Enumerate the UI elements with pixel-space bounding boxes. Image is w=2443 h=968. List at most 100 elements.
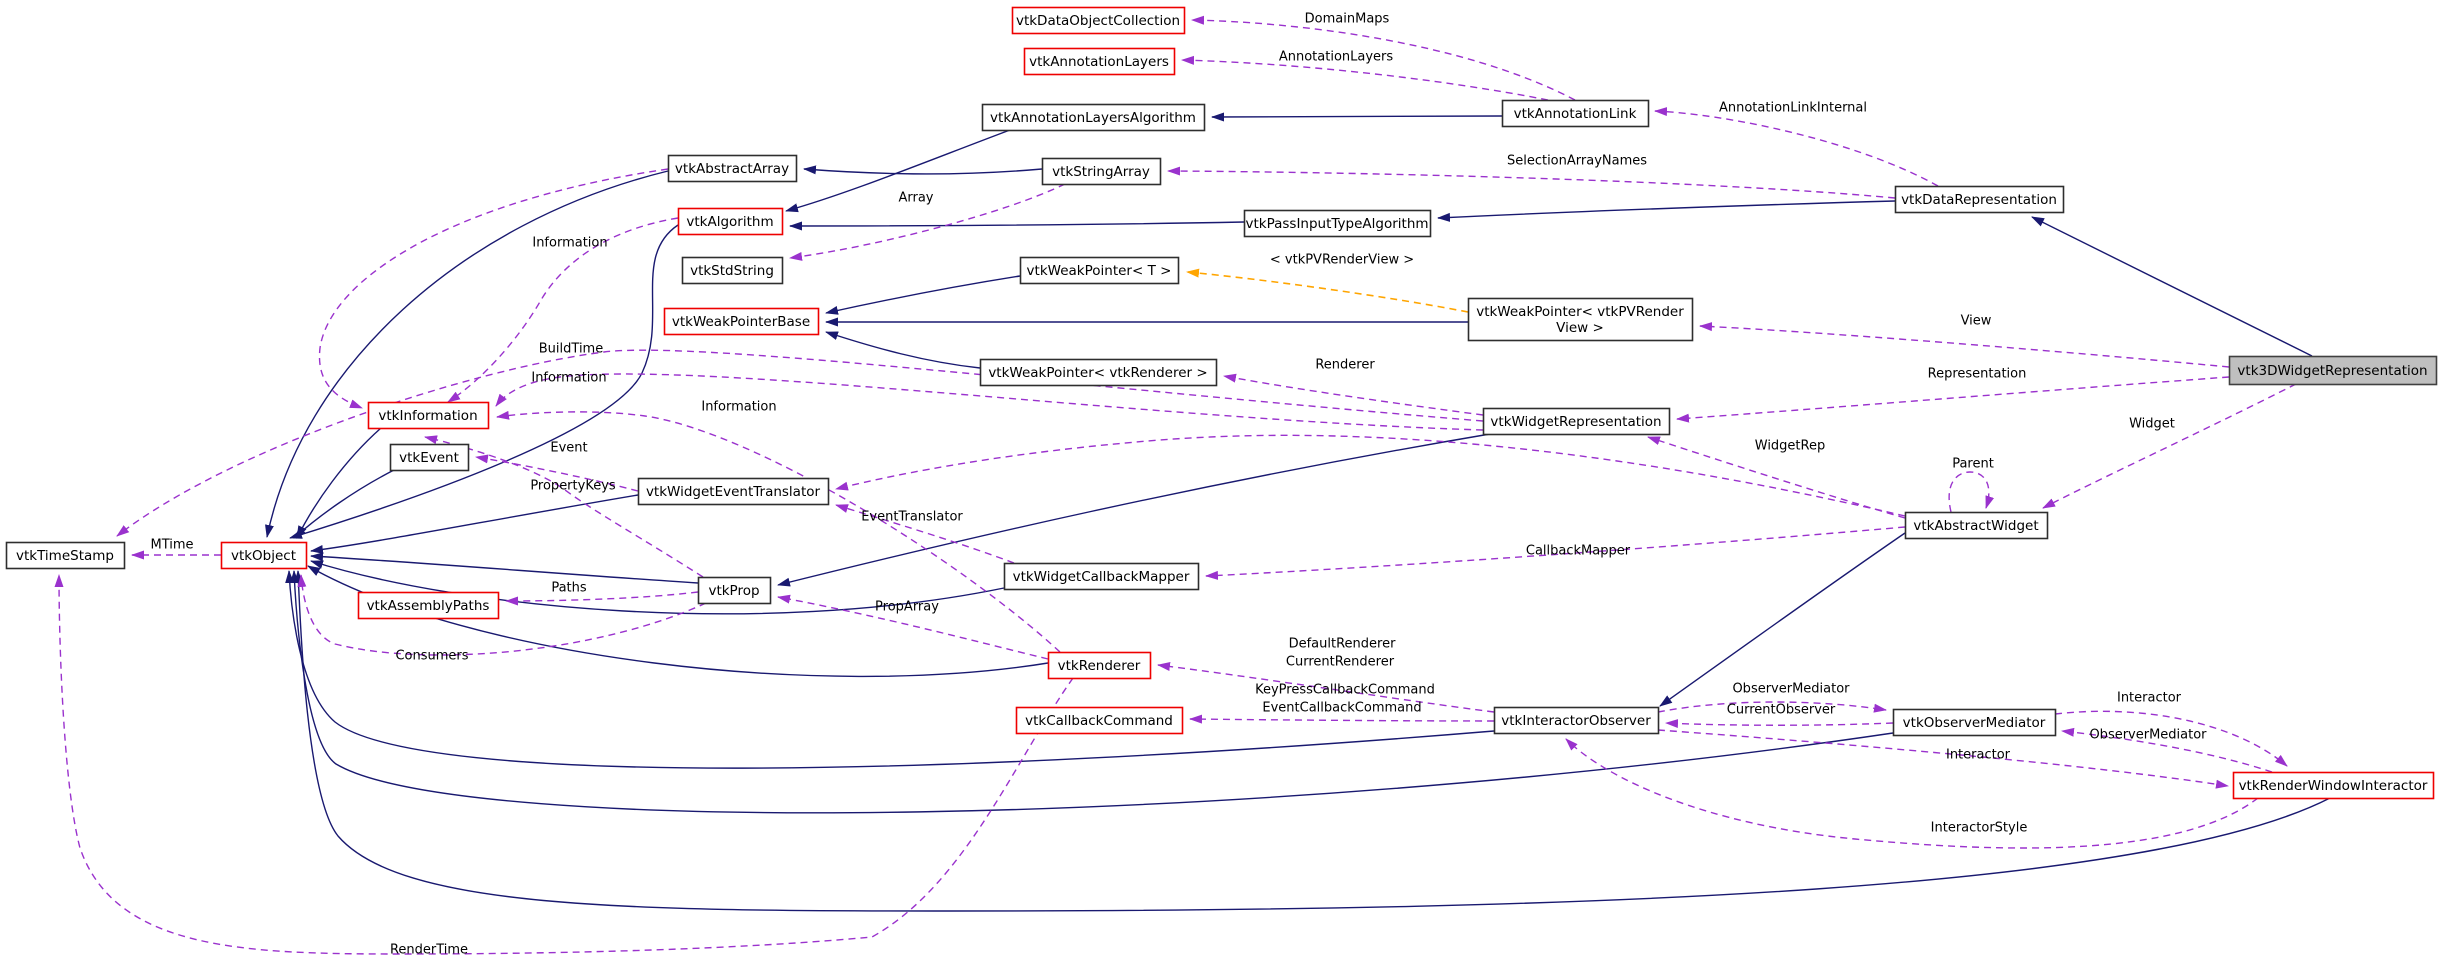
node-label-vtkAnnotationLayers: vtkAnnotationLayers xyxy=(1029,54,1169,70)
node-vtkRenderer[interactable]: vtkRenderer xyxy=(1047,651,1152,680)
node-label-vtkWeakPointerBase: vtkWeakPointerBase xyxy=(672,314,810,330)
node-vtkStdString[interactable]: vtkStdString xyxy=(681,256,784,285)
edge-vtkWidgetCallbackMapper-inherits-vtkObject xyxy=(310,560,1005,615)
node-box-vtkAbstractWidget xyxy=(1904,511,2049,540)
edge-label-Event: Event xyxy=(550,441,587,456)
edge-Renderer xyxy=(1223,373,1484,416)
node-box-vtkWidgetCallbackMapper xyxy=(1003,562,1200,591)
node-vtkAlgorithm[interactable]: vtkAlgorithm xyxy=(677,207,784,236)
edge-label-SelectionArrayNames: SelectionArrayNames xyxy=(1507,154,1647,169)
node-box-vtkAnnotationLink xyxy=(1501,99,1650,128)
edge-Interactor-vtkObserverMediator xyxy=(2054,710,2288,767)
edge-label-RenderTime: RenderTime xyxy=(390,943,468,958)
node-vtkObserverMediator[interactable]: vtkObserverMediator xyxy=(1892,708,2057,737)
edge-vtkPassInputTypeAlgorithm-inherits-vtkAlgorithm xyxy=(789,221,1245,231)
node-label-vtkWeakPointerT: vtkWeakPointer< T > xyxy=(1027,263,1172,279)
edge-vtkDataRepresentation-inherits-vtkPassInputTypeAlgorithm xyxy=(1437,200,1896,222)
edge-EventTranslator-vtkWidgetCallbackMapper xyxy=(835,504,1015,564)
edge-Parent xyxy=(1948,471,1995,513)
node-box-vtkAnnotationLayersAlgorithm xyxy=(981,103,1206,132)
edge-InteractorStyle xyxy=(1565,738,2259,849)
node-vtkPassInputTypeAlgorithm[interactable]: vtkPassInputTypeAlgorithm xyxy=(1243,209,1432,238)
edge-Information-mid xyxy=(495,373,1484,431)
node-label-vtkWeakPointerRenderer: vtkWeakPointer< vtkRenderer > xyxy=(988,365,1207,381)
edge-label-InteractorStyle: InteractorStyle xyxy=(1931,821,2028,836)
node-box-vtkStringArray xyxy=(1041,157,1162,186)
node-box-vtkWidgetRepresentation xyxy=(1482,407,1671,436)
node-vtkAbstractWidget[interactable]: vtkAbstractWidget xyxy=(1904,511,2049,540)
node-box-vtkTimeStamp xyxy=(5,541,126,570)
edge-AnnotationLayers xyxy=(1181,55,1549,101)
node-vtkWidgetCallbackMapper[interactable]: vtkWidgetCallbackMapper xyxy=(1003,562,1200,591)
edge-label-Information: Information xyxy=(701,400,776,415)
node-label-vtkDataRepresentation: vtkDataRepresentation xyxy=(1901,192,2057,208)
node-vtk3DWidgetRepresentation[interactable]: vtk3DWidgetRepresentation xyxy=(2228,355,2438,386)
edge-label-Paths: Paths xyxy=(551,581,587,596)
node-vtkDataRepresentation[interactable]: vtkDataRepresentation xyxy=(1894,185,2065,214)
node-label-vtkProp: vtkProp xyxy=(708,583,759,599)
edge-label-Representation: Representation xyxy=(1928,367,2027,382)
node-vtkDataObjectCollection[interactable]: vtkDataObjectCollection xyxy=(1011,6,1186,35)
node-vtkCallbackCommand[interactable]: vtkCallbackCommand xyxy=(1015,706,1184,735)
node-vtkWidgetEventTranslator[interactable]: vtkWidgetEventTranslator xyxy=(637,477,830,506)
edge-View xyxy=(1699,322,2230,368)
edge-vtkWidgetRepresentation-inherits-vtkProp xyxy=(777,433,1491,587)
node-vtkProp[interactable]: vtkProp xyxy=(697,576,772,605)
edge-Array xyxy=(789,183,1066,261)
node-box-vtkObserverMediator xyxy=(1892,708,2057,737)
node-box-vtkDataRepresentation xyxy=(1894,185,2065,214)
edge-Representation xyxy=(1676,376,2230,423)
node-box-vtkEvent xyxy=(389,443,470,472)
edge-label-CallbackMapper: CallbackMapper xyxy=(1526,544,1631,559)
edge-label-ObserverMediator: ObserverMediator xyxy=(2089,728,2207,743)
node-vtkAnnotationLink[interactable]: vtkAnnotationLink xyxy=(1501,99,1650,128)
node-vtkObject[interactable]: vtkObject xyxy=(220,541,308,570)
node-vtkWeakPointerT[interactable]: vtkWeakPointer< T > xyxy=(1019,256,1180,285)
edge-RenderTime xyxy=(54,574,1074,955)
edge-PropertyKeys xyxy=(424,435,704,578)
edge-Event xyxy=(475,454,639,492)
node-label-vtkWidgetEventTranslator: vtkWidgetEventTranslator xyxy=(646,484,821,500)
edge-EventTranslator-vtkAbstractWidget xyxy=(835,434,1906,517)
node-vtkWeakPointerBase[interactable]: vtkWeakPointerBase xyxy=(663,307,820,336)
node-label-vtkInformation: vtkInformation xyxy=(378,408,477,424)
edge-label-Consumers: Consumers xyxy=(395,649,468,664)
edge-vtkWeakPointerT-inherits-vtkWeakPointerBase xyxy=(825,275,1021,315)
node-vtkStringArray[interactable]: vtkStringArray xyxy=(1041,157,1162,186)
node-vtkAbstractArray[interactable]: vtkAbstractArray xyxy=(667,154,798,183)
edge-label-WidgetRep: WidgetRep xyxy=(1755,439,1825,454)
node-box-vtkWidgetEventTranslator xyxy=(637,477,830,506)
node-vtkWeakPointerRenderer[interactable]: vtkWeakPointer< vtkRenderer > xyxy=(979,358,1218,387)
node-vtkWidgetRepresentation[interactable]: vtkWidgetRepresentation xyxy=(1482,407,1671,436)
node-vtkRenderWindowInteractor[interactable]: vtkRenderWindowInteractor xyxy=(2232,771,2435,800)
node-box-vtkAbstractArray xyxy=(667,154,798,183)
node-vtkAnnotationLayersAlgorithm[interactable]: vtkAnnotationLayersAlgorithm xyxy=(981,103,1206,132)
edge-label-AnnotationLinkInternal: AnnotationLinkInternal xyxy=(1719,101,1867,116)
node-vtkInformation[interactable]: vtkInformation xyxy=(367,401,490,430)
edge-template-vtkPVRenderView xyxy=(1186,268,1469,313)
edge-KeyPressCallbackCommand-EventCallbackCommand xyxy=(1189,714,1495,724)
node-label-vtk3DWidgetRepresentation: vtk3DWidgetRepresentation xyxy=(2237,363,2427,379)
edge-Widget xyxy=(2042,383,2297,509)
node-box-vtkAssemblyPaths xyxy=(357,591,500,620)
node-label-vtkAbstractArray: vtkAbstractArray xyxy=(675,161,789,177)
node-vtkTimeStamp[interactable]: vtkTimeStamp xyxy=(5,541,126,570)
edge-vtkAnnotationLayersAlgorithm-inherits-vtkAlgorithm xyxy=(785,129,1011,213)
node-vtkAnnotationLayers[interactable]: vtkAnnotationLayers xyxy=(1023,47,1176,76)
node-label-vtkAnnotationLayersAlgorithm: vtkAnnotationLayersAlgorithm xyxy=(990,110,1196,126)
edge-label-Renderer: Renderer xyxy=(1315,358,1375,373)
node-box-vtkWeakPointerT xyxy=(1019,256,1180,285)
edge-AnnotationLinkInternal xyxy=(1654,107,1939,187)
edge-vtkAnnotationLink-inherits-vtkAnnotationLayersAlgorithm xyxy=(1211,112,1503,122)
node-vtkEvent[interactable]: vtkEvent xyxy=(389,443,470,472)
edge-label-< vtkPVRenderView >: < vtkPVRenderView > xyxy=(1270,253,1414,268)
edge-ObserverMediator-vtkRenderWindowInteractor xyxy=(2061,727,2273,773)
node-vtkInteractorObserver[interactable]: vtkInteractorObserver xyxy=(1493,706,1660,735)
edge-vtkWidgetEventTranslator-inherits-vtkObject xyxy=(310,494,639,554)
node-label-vtkAbstractWidget: vtkAbstractWidget xyxy=(1913,518,2038,534)
node-vtkAssemblyPaths[interactable]: vtkAssemblyPaths xyxy=(357,591,500,620)
edge-vtkInformation-inherits-vtkObject xyxy=(296,427,382,539)
